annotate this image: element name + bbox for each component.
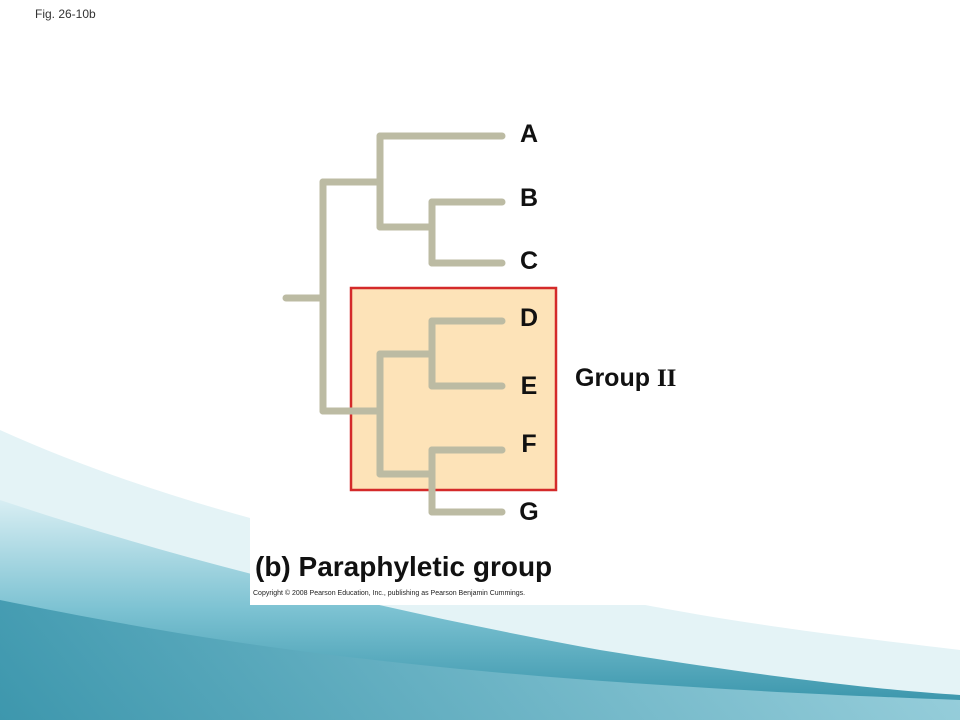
taxon-b-label: B [519,184,539,212]
phylogeny-figure: A B C D E F G Group II (b) Paraphyletic … [250,114,709,605]
group-label: Group II [575,364,676,393]
copyright-notice: Copyright © 2008 Pearson Education, Inc.… [253,590,526,597]
figure-number: Fig. 26-10b [35,7,96,21]
taxon-g-label: G [519,498,539,526]
figure-caption: (b) Paraphyletic group [255,551,553,582]
phylogenetic-tree [282,132,558,516]
taxon-e-label: E [520,372,538,400]
group-label-numeral: II [656,365,677,392]
taxon-f-label: F [521,430,537,458]
taxon-a-label: A [519,120,539,148]
taxon-d-label: D [519,304,539,332]
group-label-text: Group [575,364,650,392]
taxon-c-label: C [519,247,539,275]
